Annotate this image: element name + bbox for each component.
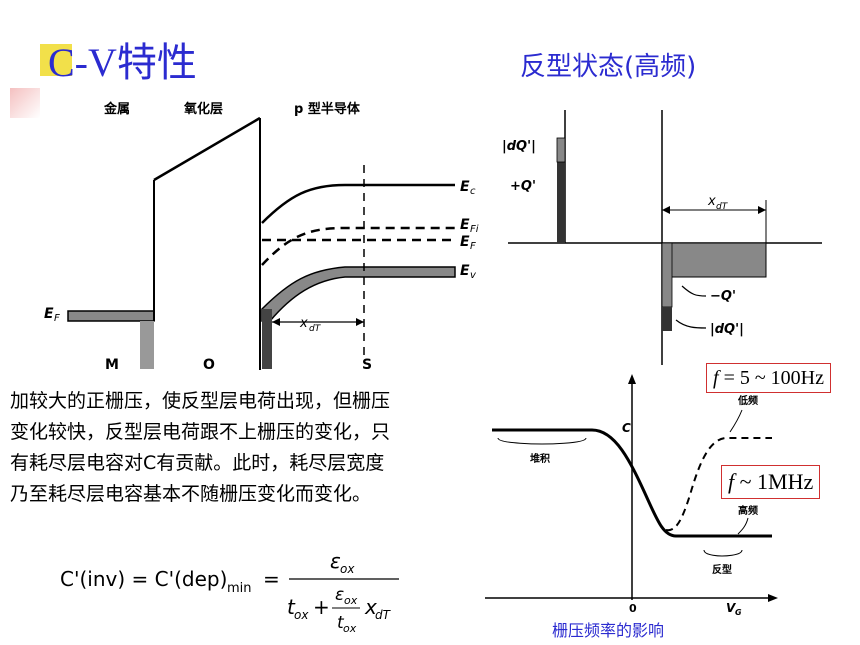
- charge-xdT-label: x: [707, 194, 716, 209]
- x-axis-label: V: [726, 601, 737, 615]
- band-Ev: [261, 266, 456, 322]
- label-low-freq: 低频: [737, 394, 758, 407]
- formula-den-x: x: [364, 595, 377, 619]
- y-axis-label: C: [622, 421, 631, 435]
- label-EFi-sub: Fi: [470, 224, 479, 235]
- label-Ev-sub: v: [470, 270, 477, 281]
- decor-yellow-square: [40, 44, 72, 76]
- freq-symbol-high: f: [728, 469, 735, 494]
- label-high-freq: 高频: [738, 504, 758, 517]
- origin-label: 0: [629, 602, 637, 615]
- formula-plus: +: [313, 595, 330, 619]
- freq-symbol-low: f: [713, 367, 719, 389]
- metal-fermi-band: [67, 310, 155, 322]
- formula-lhs: C'(inv) = C'(dep): [60, 567, 227, 591]
- label-plusQ: +Q': [510, 179, 536, 194]
- high-frequency-box: f ~ 1MHz: [721, 465, 821, 499]
- charge-xdT-sub: dT: [716, 202, 729, 212]
- label-EF: E: [460, 234, 470, 250]
- formula-frac-den-sub: ox: [343, 622, 357, 635]
- band-Ec: [261, 183, 455, 224]
- paragraph-line: 有耗尽层电容对C有贡献。此时，耗尽层宽度: [10, 452, 385, 474]
- band-xdT-sub: dT: [309, 324, 322, 334]
- band-xdT-label: x: [299, 316, 308, 331]
- paragraph-line: 乃至耗尽层电容基本不随栅压变化而变化。: [10, 483, 372, 505]
- label-Ev: E: [460, 263, 470, 279]
- band-diagram: 金属 氧化层 p 型半导体 x dT E c E Fi E F E v E F …: [44, 101, 479, 373]
- metal-region: [140, 321, 154, 369]
- charge-diagram: x dT |dQ'| +Q' −Q' |dQ'|: [502, 110, 822, 365]
- label-EF-metal-sub: F: [54, 313, 60, 324]
- label-M: M: [105, 357, 119, 373]
- formula-frac-num-sub: ox: [344, 594, 358, 607]
- header-metal: 金属: [103, 101, 130, 117]
- inversion-layer: [262, 309, 272, 369]
- metal-charge-bar: [557, 146, 565, 243]
- label-inversion: 反型: [712, 563, 732, 576]
- label-Ec-sub: c: [470, 186, 476, 197]
- label-EFi: E: [460, 217, 470, 233]
- header-oxide: 氧化层: [183, 101, 223, 117]
- explanation-paragraph: 加较大的正栅压，使反型层电荷出现，但栅压 变化较快，反型层电荷跟不上栅压的变化，…: [10, 386, 495, 510]
- slide-subtitle: 反型状态(高频): [520, 52, 697, 82]
- label-S: S: [362, 357, 372, 373]
- label-EF-sub: F: [470, 241, 476, 252]
- cv-graph: C V G 0 低频 高频 堆积 反型: [485, 374, 778, 617]
- header-semiconductor: p 型半导体: [294, 101, 361, 117]
- low-frequency-box: f = 5 ~ 100Hz: [706, 363, 831, 393]
- label-O: O: [203, 357, 215, 373]
- label-minusQ: −Q': [710, 289, 736, 304]
- formula-equals: =: [263, 567, 280, 591]
- band-EFi: [261, 226, 455, 266]
- decor-red-square: [10, 88, 40, 118]
- formula-den-t-sub: ox: [294, 608, 309, 622]
- x-axis-sub: G: [735, 608, 742, 617]
- figure-caption: 栅压频率的影响: [552, 621, 665, 640]
- paragraph-line: 变化较快，反型层电荷跟不上栅压的变化，只: [10, 421, 391, 443]
- low-frequency-value: = 5 ~ 100Hz: [723, 367, 824, 389]
- formula-den-x-sub: dT: [375, 608, 392, 622]
- label-dQ-top: |dQ'|: [502, 139, 536, 154]
- high-frequency-value: ~ 1MHz: [739, 469, 814, 494]
- label-accumulation: 堆积: [530, 452, 550, 465]
- label-Ec: E: [460, 179, 470, 195]
- formula-num-sub: ox: [340, 562, 355, 576]
- formula-num: ε: [330, 549, 341, 573]
- formula-den-t: t: [287, 595, 296, 619]
- label-EF-metal: E: [44, 306, 54, 322]
- cv-curve-high-freq: [492, 428, 772, 538]
- inversion-charge-bar: [661, 242, 673, 308]
- paragraph-line: 加较大的正栅压，使反型层电荷出现，但栅压: [10, 390, 391, 412]
- label-dQ-bottom: |dQ'|: [710, 322, 744, 337]
- capacitance-formula: C'(inv) = C'(dep) min = ε ox t ox + ε ox…: [60, 549, 399, 635]
- formula-lhs-sub: min: [227, 581, 252, 596]
- depletion-charge-bar: [661, 242, 767, 278]
- formula-frac-num: ε: [335, 585, 344, 605]
- slide-title: C-V特性: [48, 40, 197, 85]
- metal-dQ-bar: [556, 137, 566, 163]
- formula-frac-den: t: [337, 613, 345, 633]
- inversion-dQ-bar: [662, 307, 672, 331]
